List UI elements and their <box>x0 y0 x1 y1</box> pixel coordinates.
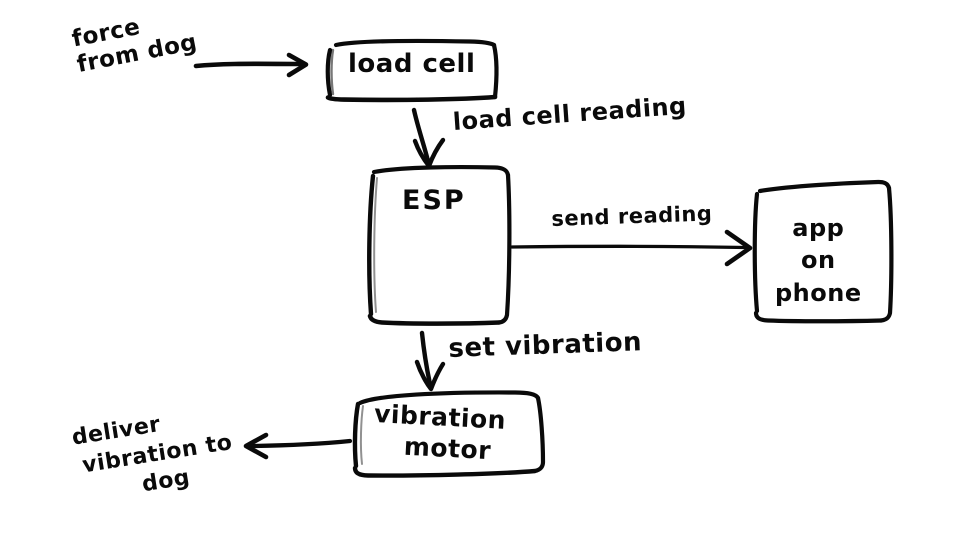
node-esp-box[interactable] <box>367 164 512 326</box>
node-label-load-cell: load cell <box>348 49 476 79</box>
node-vibration-motor-box[interactable] <box>352 390 546 478</box>
node-app-on-phone-box[interactable] <box>752 179 894 324</box>
arrow-send-reading <box>510 229 753 267</box>
arrow-set-vibration <box>414 330 446 392</box>
arrow-deliver-vibration-to-dog <box>243 432 353 460</box>
arrow-force-from-dog <box>193 52 309 78</box>
arrow-load-cell-reading <box>411 107 446 169</box>
node-label-esp: ESP <box>402 185 466 216</box>
node-load-cell-box[interactable] <box>325 38 499 103</box>
